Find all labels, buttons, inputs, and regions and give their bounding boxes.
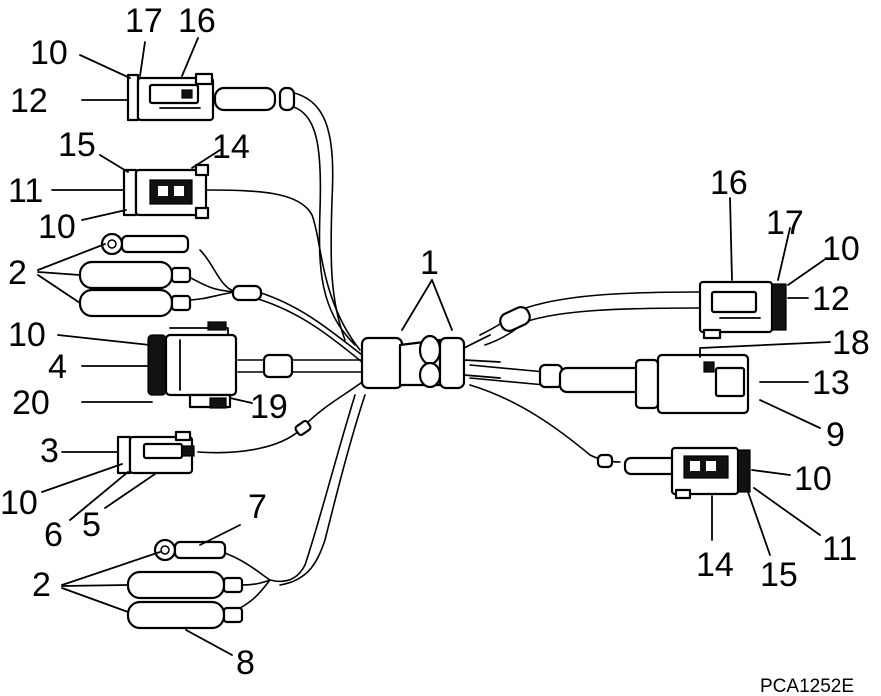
callout-6: 6 [44,516,63,554]
connector-3 [116,430,195,475]
wire-right-lower [469,384,621,463]
wire-connector-11 [204,189,361,351]
callout-14-right: 14 [696,546,734,584]
terminal-lower-b [126,600,226,630]
callout-8: 8 [236,644,255,682]
callout-19: 19 [250,388,288,426]
wire-sleeves [213,86,685,476]
connector-4 [147,321,238,409]
callout-13: 13 [812,364,850,402]
callout-2-lower: 2 [32,566,51,604]
callout-12-top-left: 12 [10,82,48,120]
leader-lines [37,37,831,656]
callout-18: 18 [832,324,870,362]
terminal-upper-b [78,288,174,318]
figure-code: PCA1252E [760,676,854,696]
connector-middle-left [122,163,210,220]
terminals-lower [126,538,244,630]
terminals-upper [78,232,192,318]
terminal-lower-a [126,570,226,600]
callout-11-right: 11 [822,530,857,568]
callout-10-right-bottom: 10 [794,460,832,498]
connector-top-right [698,280,787,340]
wire-upper-terminals [257,291,363,356]
callout-10-connector-4: 10 [8,316,46,354]
connector-13 [634,353,750,415]
callout-9: 9 [826,416,845,454]
harness-trunk [360,334,501,390]
callout-16-top-left: 16 [178,2,216,40]
callout-10-right-top: 10 [822,230,860,268]
callout-11-left: 11 [8,172,43,210]
callout-1: 1 [420,244,439,282]
callout-14-left: 14 [212,128,250,166]
callout-12-right: 12 [812,280,850,318]
callout-17-right: 17 [766,204,804,242]
callout-10-connector-3: 10 [0,484,38,522]
wire-top-connector [289,91,346,341]
terminal-upper-a [78,260,174,290]
callout-20: 20 [12,384,50,422]
trunk-sleeve-left [360,336,404,390]
callout-10-top-left: 10 [30,34,68,72]
callout-2-upper: 2 [8,254,27,292]
callout-15-right: 15 [760,556,798,594]
wire-connector-3 [197,429,301,454]
wire-right-middle [469,364,546,373]
wire-lower-terminals [269,394,356,583]
callout-15-left: 15 [58,126,96,164]
callout-10-middle-left: 10 [38,208,76,246]
callout-7: 7 [248,488,267,526]
trunk-sleeve-right [438,336,466,390]
callout-3: 3 [40,432,59,470]
callout-4: 4 [48,348,67,386]
connector-bottom-right [670,446,751,500]
callout-labels: 10 17 16 12 15 14 11 10 2 10 4 20 19 3 1… [0,2,870,682]
connector-top-left [126,72,215,122]
callout-5: 5 [82,506,101,544]
callout-16-right: 16 [710,164,748,202]
callout-17-top-left: 17 [125,2,163,40]
